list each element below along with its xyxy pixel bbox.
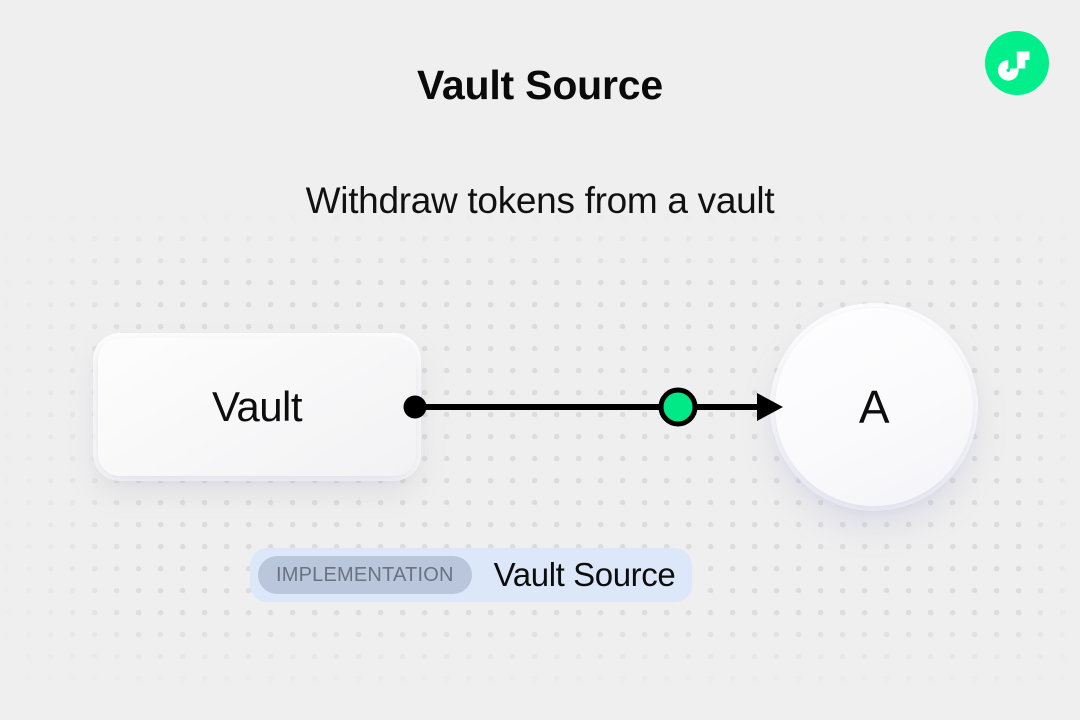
- flow-logo-icon: [985, 31, 1049, 95]
- implementation-badge: IMPLEMENTATION Vault Source: [250, 548, 693, 602]
- implementation-badge-tag: IMPLEMENTATION: [258, 556, 472, 594]
- node-vault-label: Vault: [211, 383, 303, 430]
- page-subtitle: Withdraw tokens from a vault: [305, 180, 775, 221]
- edge-arrowhead-icon: [757, 393, 783, 421]
- edge-source-handle[interactable]: [403, 395, 427, 419]
- edge-midpoint-dot[interactable]: [658, 387, 698, 427]
- page-title: Vault Source: [417, 62, 663, 108]
- node-a-label: A: [858, 381, 890, 433]
- node-a[interactable]: A: [775, 308, 973, 506]
- implementation-badge-title: Vault Source: [493, 556, 676, 593]
- node-vault[interactable]: Vault: [98, 338, 416, 476]
